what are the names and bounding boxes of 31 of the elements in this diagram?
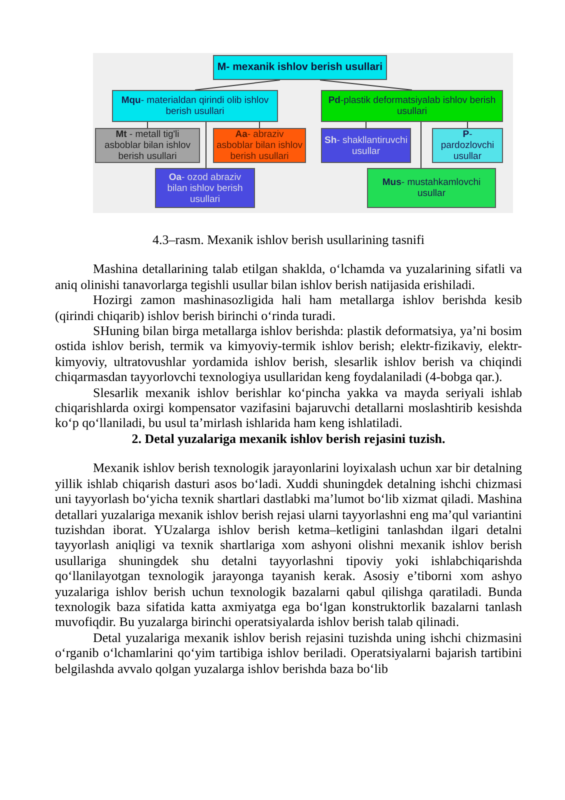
section-heading: 2. Detal yuzalariga mexanik ishlov berish rejasini tuzish. (130, 430, 446, 446)
figure-caption: 4.3–rasm. Mexanik ishlov berish usullarining tasnifi (152, 232, 426, 248)
method-box (95, 128, 200, 163)
box-label: M- mexanik ishlov berish usullari (217, 62, 383, 73)
paragraph: Detal yuzalariga mexanik ishlov berish rejasini tuzishda uning ishchi chizmasini o‘rganib o‘lchamlarini qo‘yim tartibiga ishlov beriladi. Operatsiyalarni bajarish tartibini belgilashda avvalo qolgan yuzalarga ishlov berishda baza bo‘lib (55, 630, 522, 676)
method-box (367, 168, 496, 208)
box-label: Mqu- materialdan qirindi olib ishlov berish usullari (120, 95, 270, 117)
connector-line (147, 122, 148, 128)
paragraph: Mashina detallarining talab etilgan shaklda, o‘lchamda va yuzalarining sifatli va aniq olinishi tanavorlarga tegishli usullar bilan ishlov berish natijasida erishiladi. (55, 261, 522, 292)
paragraph: Mexanik ishlov berish texnologik jarayonlarini loyixalash uchun xar bir detalning yillik ishlab chiqarish dasturi asos bo‘ladi. Xuddi shuningdek detalning ishchi chizmasi uni tayyorlash bo‘yicha texnik shartlari dastlabki ma’lumot bo‘lib xizmat qiladi. Mashina detallari yuzalariga mexanik ishlov berish rejasi ularni tayyorlashni eng ma’qul variantini tuzishdan iborat. YUzalarga ishlov berish ketma–ketligini tanlashdan ilgari detalni tayyorlash aniqligi va texnik shartlariga xom ashyoni olishni mexanik ishlov berish usullariga shuningdek shu detalni tayyorlashni tipoviy yoki ishlabchiqarishda qo‘llanilayotgan texnologik jarayonga tayanish kerak. Asosiy e’tiborni xom ashyo yuzalariga ishlov berish uchun texnologik bazalarni qabul qilishga qaratiladi. Bunda texnologik baza sifatida katta axmiyatga ega bo‘lgan konstruktorlik bazalarni tanlash muvofiqdir. Bu yuzalarga birinchi operatsiyalarda ishlov berish talab qilinadi. (55, 460, 522, 630)
method-box (432, 128, 503, 163)
paragraph: Hozirgi zamon mashinasozligida hali ham metallarga ishlov berishda kesib (qirindi chiqarib) ishlov berish birinchi o‘rinda turadi. (55, 292, 522, 324)
paragraph: Slesarlik mexanik ishlov berishlar ko‘pincha yakka va mayda seriyali ishlab chiqarishlarda oxirgi kompensator vazifasini bajaruvchi detallarni moslashtirib kesishda ko‘p qo‘llaniladi, bu usul ta’mirlash ishlarida ham keng ishlatiladi. (55, 384, 522, 431)
method-box (213, 55, 387, 80)
connector-line (467, 122, 468, 128)
method-box (321, 128, 411, 163)
paragraph: SHuning bilan birga metallarga ishlov berishda: plastik deformatsiya, ya’ni bosim ostida ishlov berish, termik va kimyoviy-termik ishlov berish; elektr-fizikaviy, elektr-kimyoviy, ultratovushlar yordamida ishlov berish, slesarlik ishlov berish va chiqindi chiqarmasdan tayyorlovchi texnologiya usullaridan keng foydalaniladi (4-bobga qar.). (55, 323, 522, 385)
connector-line (420, 122, 422, 168)
box-label: Pd-plastik deformatsiyalab ishlov berish usullari (327, 95, 497, 117)
box-label: P- pardozlovchi usullar (440, 129, 496, 162)
box-label: Oa- ozod abraziv bilan ishlov berish usullari (166, 172, 244, 204)
box-label: Sh- shakllantiruvchi usullar (324, 134, 408, 156)
box-label: Aa- abraziv asboblar bilan ishlov berish usullari (216, 129, 303, 162)
connector-line (320, 80, 412, 90)
method-box (112, 90, 278, 122)
box-label: Mus- mustahkamlovchi usullar (381, 177, 482, 199)
method-box (155, 168, 255, 208)
box-label: Mt - metall tig'li asboblar bilan ishlov berish usullari (103, 129, 192, 162)
connector-line (259, 122, 260, 128)
connector-line (194, 80, 280, 90)
method-box (321, 90, 503, 122)
